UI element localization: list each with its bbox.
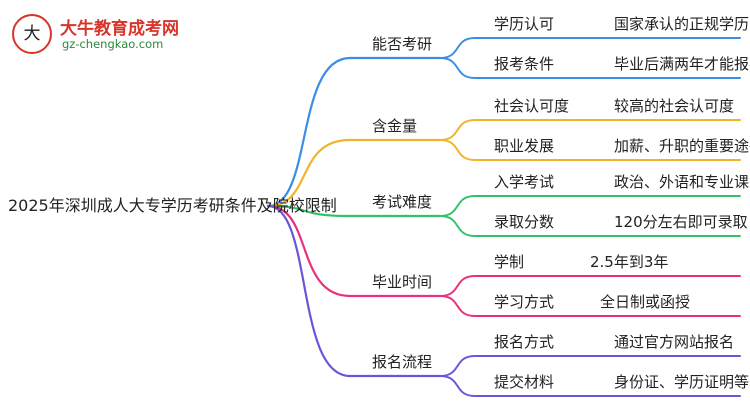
leaf-key: 报考条件: [494, 55, 555, 73]
leaf-key: 社会认可度: [494, 97, 570, 115]
leaf-connector: [439, 119, 476, 141]
watermark-title: 大牛教育成考网: [60, 19, 179, 39]
branch-label: 考试难度: [372, 193, 433, 211]
leaf-key: 学制: [494, 253, 525, 271]
branch-connector: [266, 56, 352, 208]
leaf-value: 政治、外语和专业课: [614, 173, 750, 191]
leaf-value: 120分左右即可录取: [614, 213, 748, 231]
branch-connector: [266, 204, 352, 378]
leaf-value: 毕业后满两年才能报考: [614, 55, 750, 73]
leaf-value: 身份证、学历证明等: [614, 373, 750, 391]
leaf-key: 职业发展: [494, 137, 555, 155]
leaf-connector: [439, 275, 476, 297]
branch-label: 报名流程: [372, 353, 433, 371]
leaf-value: 2.5年到3年: [590, 253, 669, 271]
leaf-connector: [439, 139, 476, 161]
leaf-key: 学历认可: [494, 15, 555, 33]
root-topic: 2025年深圳成人大专学历考研条件及院校限制: [8, 196, 337, 215]
leaf-key: 学习方式: [494, 293, 555, 311]
leaf-key: 入学考试: [494, 173, 555, 191]
leaf-connector: [439, 215, 476, 237]
branch-connector: [266, 204, 352, 218]
leaf-value: 较高的社会认可度: [614, 97, 735, 115]
leaf-connector: [439, 37, 476, 59]
branch-label: 含金量: [372, 117, 418, 135]
leaf-connector: [439, 355, 476, 377]
leaf-key: 录取分数: [494, 213, 555, 231]
leaf-key: 提交材料: [494, 373, 555, 391]
watermark-url: gz-chengkao.com: [62, 37, 164, 51]
leaf-value: 国家承认的正规学历: [614, 15, 750, 33]
leaf-connector: [439, 195, 476, 217]
leaf-key: 报名方式: [494, 333, 555, 351]
branch-connector: [266, 138, 352, 208]
leaf-connector: [439, 57, 476, 79]
branch-label: 能否考研: [372, 35, 433, 53]
leaf-value: 通过官方网站报名: [614, 333, 735, 351]
watermark-logo: 大 大牛教育成考网 gz-chengkao.com: [6, 6, 226, 58]
leaf-connector: [439, 375, 476, 397]
leaf-value: 全日制或函授: [600, 293, 691, 311]
leaf-connector: [439, 295, 476, 317]
branch-connector: [266, 204, 352, 298]
leaf-value: 加薪、升职的重要途径: [614, 137, 750, 155]
logo-badge-icon: 大: [12, 14, 52, 54]
branch-label: 毕业时间: [372, 273, 433, 291]
